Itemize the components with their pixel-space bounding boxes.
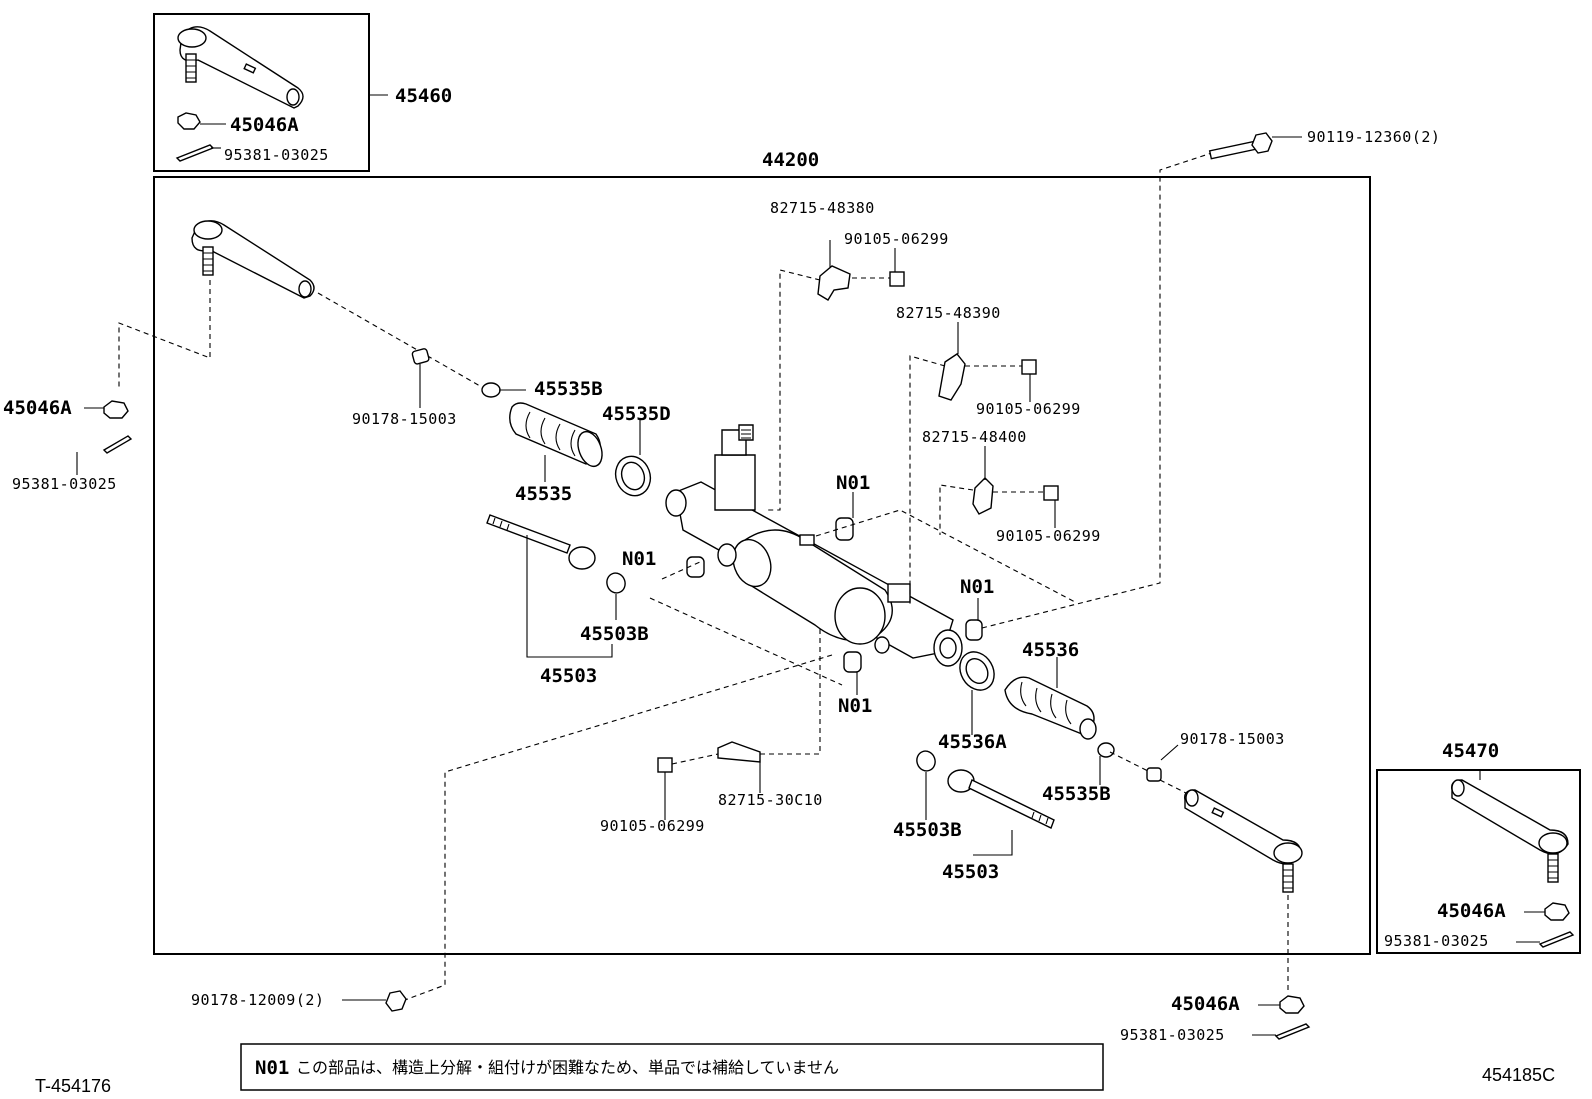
- clip-left-drawing: [411, 348, 430, 365]
- label-bolt-bottom-left: 90178-12009(2): [191, 991, 324, 1009]
- label-rod-right: 45503: [942, 861, 999, 883]
- bracket-4-drawing: [657, 625, 821, 820]
- label-clamp-left: 45535B: [534, 378, 603, 400]
- label-pin-left: 95381-03025: [12, 475, 117, 493]
- dash-clip-right: [1109, 751, 1151, 773]
- label-44200: 44200: [762, 149, 819, 171]
- rod-left-drawing: [486, 514, 613, 658]
- clamp-left-drawing: [481, 382, 526, 398]
- label-45470: 45470: [1442, 740, 1499, 762]
- label-pin-rh-box: 95381-03025: [1384, 932, 1489, 950]
- label-bolt-4: 90105-06299: [600, 817, 705, 835]
- clip-right-drawing: [1146, 744, 1179, 782]
- tie-rod-end-rh-inner-drawing: [1184, 789, 1303, 893]
- label-n01-c: N01: [960, 576, 994, 598]
- tie-rod-end-lh-inner-drawing: [191, 220, 315, 299]
- note-text: この部品は、構造上分解・組付けが困難なため、単品では補給していません: [296, 1058, 839, 1077]
- bolt-top-right-drawing: [1208, 132, 1302, 160]
- label-n01-a: N01: [836, 472, 870, 494]
- label-washer-right: 45503B: [893, 819, 962, 841]
- footer-left-ref: T-454176: [35, 1076, 111, 1096]
- clamp-right-big-drawing: [959, 651, 995, 735]
- gear-assy-frame: [153, 176, 1371, 955]
- label-boot-right: 45536: [1022, 639, 1079, 661]
- bracket-2-drawing: [909, 322, 1037, 605]
- nut-left-drawing: [84, 400, 129, 419]
- dash-left-rod: [649, 597, 843, 686]
- label-nut-left: 45046A: [3, 397, 72, 419]
- nut-rh-box-drawing: [1524, 902, 1570, 921]
- rod-right-drawing: [947, 769, 1055, 856]
- washer-left-drawing: [606, 572, 626, 594]
- label-bolt-top-right: 90119-12360(2): [1307, 128, 1440, 146]
- label-bracket-3: 82715-48400: [922, 428, 1027, 446]
- label-clip-right: 90178-15003: [1180, 730, 1285, 748]
- pin-top-drawing: [175, 144, 221, 162]
- dash-tie-rod-nut: [118, 280, 211, 388]
- dash-tie-rod-rh: [1159, 779, 1191, 796]
- tie-rod-end-rh-frame: [1376, 769, 1581, 954]
- label-bracket-4: 82715-30C10: [718, 791, 823, 809]
- label-n01-d: N01: [838, 695, 872, 717]
- clamp-right-drawing: [1097, 742, 1115, 785]
- label-bracket-1: 82715-48380: [770, 199, 875, 217]
- bolt-bottom-left-drawing: [342, 990, 407, 1012]
- dash-bolt-bottom-left: [404, 654, 833, 1001]
- n01-a-drawing: [835, 517, 854, 541]
- footer-right-ref: 454185C: [1482, 1065, 1555, 1085]
- label-pin-bottom: 95381-03025: [1120, 1026, 1225, 1044]
- tie-rod-end-lh-drawing: [177, 26, 304, 109]
- dash-n01-b: [661, 561, 701, 580]
- label-clip-left: 90178-15003: [352, 410, 457, 428]
- nut-bottom-drawing: [1258, 995, 1305, 1014]
- nut-top-drawing: [177, 112, 226, 130]
- gear-housing-drawing: [665, 424, 963, 667]
- label-n01-b: N01: [622, 548, 656, 570]
- label-bolt-2: 90105-06299: [976, 400, 1081, 418]
- dash-tie-rod-boot: [317, 292, 481, 387]
- n01-d-drawing: [843, 651, 862, 673]
- boot-right-drawing: [1004, 657, 1097, 740]
- label-45460: 45460: [395, 85, 452, 107]
- bracket-3-drawing: [939, 446, 1059, 535]
- label-rod-left: 45503: [540, 665, 597, 687]
- note-frame: [240, 1043, 1104, 1091]
- boot-left-drawing: [509, 402, 603, 482]
- tie-rod-end-rh-drawing: [1451, 770, 1569, 883]
- label-nut-bottom: 45046A: [1171, 993, 1240, 1015]
- label-clamp-left-big: 45535D: [602, 403, 671, 425]
- dash-n01-a: [815, 509, 1076, 603]
- label-bracket-2: 82715-48390: [896, 304, 1001, 322]
- label-washer-left: 45503B: [580, 623, 649, 645]
- n01-c-drawing: [965, 619, 983, 641]
- note-code: N01: [255, 1057, 289, 1079]
- label-bolt-3: 90105-06299: [996, 527, 1101, 545]
- dash-bolt-top-right: [981, 146, 1231, 629]
- tie-rod-end-lh-frame: [153, 13, 370, 172]
- label-boot-left: 45535: [515, 483, 572, 505]
- label-pin-top: 95381-03025: [224, 146, 329, 164]
- washer-right-drawing: [916, 750, 936, 772]
- label-nut-rh-box: 45046A: [1437, 900, 1506, 922]
- pin-bottom-drawing: [1252, 1023, 1311, 1040]
- label-bolt-1: 90105-06299: [844, 230, 949, 248]
- n01-b-drawing: [686, 556, 705, 578]
- pin-rh-box-drawing: [1516, 931, 1575, 948]
- pin-left-drawing: [76, 435, 133, 475]
- label-clamp-right-big: 45536A: [938, 731, 1007, 753]
- bracket-1-drawing: [765, 240, 905, 511]
- label-clamp-right: 45535B: [1042, 783, 1111, 805]
- clamp-left-big-drawing: [614, 420, 652, 497]
- label-nut-top: 45046A: [230, 114, 299, 136]
